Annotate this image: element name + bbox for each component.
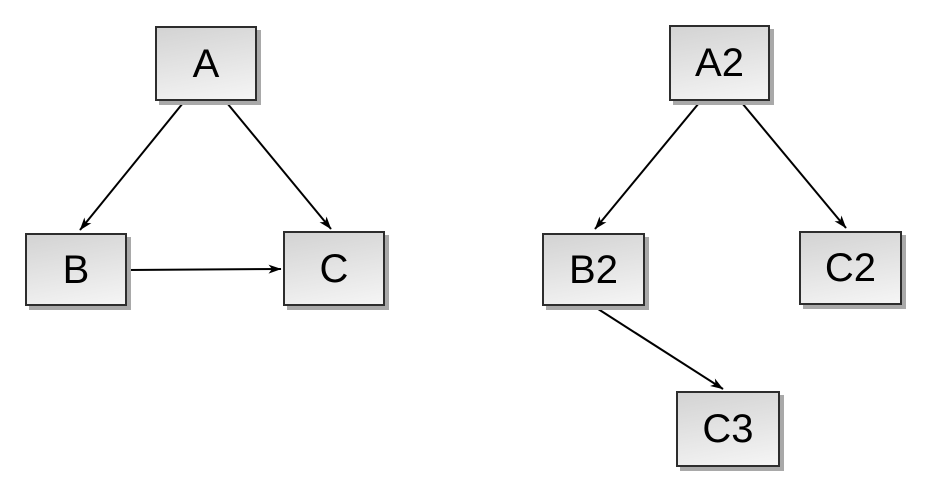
node-c3[interactable]: C3 <box>676 391 780 467</box>
node-a-label: A <box>192 41 220 86</box>
node-c2-label: C2 <box>824 246 877 290</box>
edge-b-to-c <box>127 264 282 274</box>
node-a2-label: A2 <box>695 41 744 85</box>
edge-a2-to-b2 <box>594 102 700 230</box>
node-c3-label: C3 <box>702 407 754 451</box>
edge-a-to-c <box>226 102 332 230</box>
node-c-label: C <box>319 246 349 291</box>
node-b-label: B <box>62 247 90 292</box>
node-b2-label: B2 <box>569 247 618 292</box>
node-b[interactable]: B <box>25 233 127 306</box>
edge-a2-to-c2 <box>741 102 847 229</box>
node-b2[interactable]: B2 <box>542 233 645 306</box>
edge-a-to-b <box>79 102 184 231</box>
edge-b2-to-c3 <box>594 306 724 390</box>
node-c[interactable]: C <box>283 231 385 306</box>
node-a2[interactable]: A2 <box>669 25 770 101</box>
node-a[interactable]: A <box>155 26 257 101</box>
node-c2[interactable]: C2 <box>799 231 902 305</box>
